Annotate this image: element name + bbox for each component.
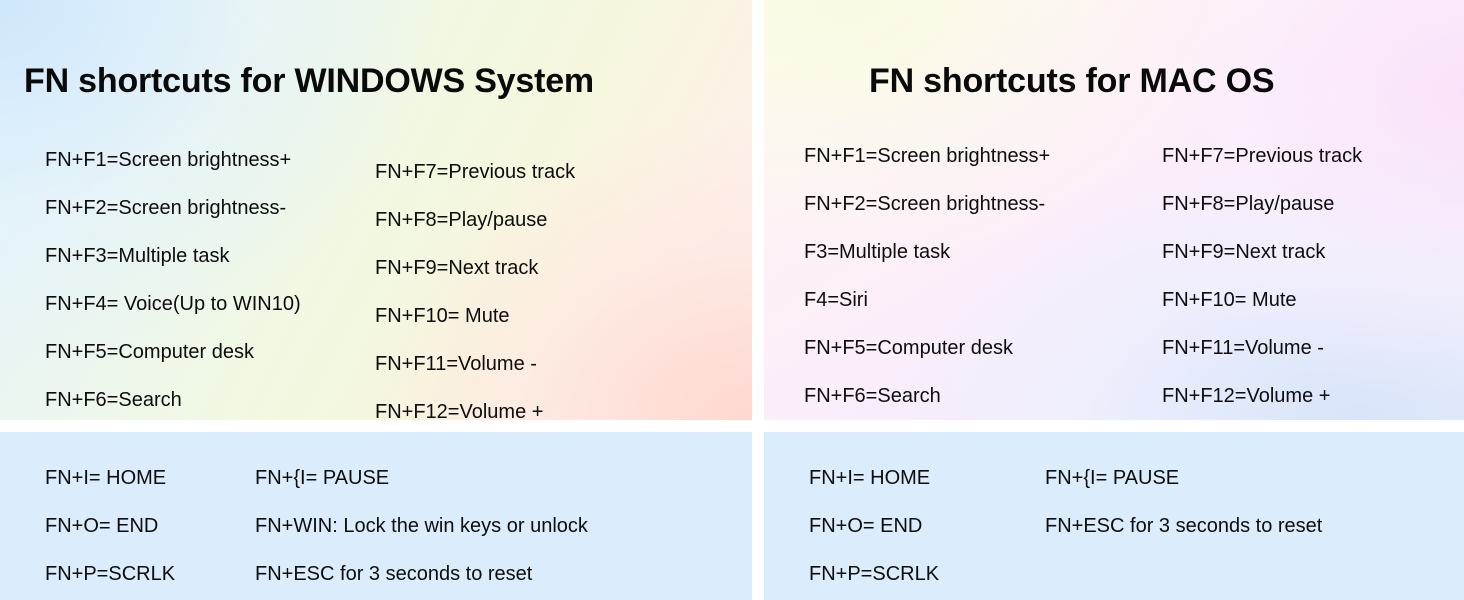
shortcut-item: FN+F7=Previous track [1162, 145, 1363, 167]
shortcut-item: FN+F12=Volume + [375, 401, 544, 420]
mac-extra-shortcuts-panel: FN+I= HOME FN+O= END FN+P=SCRLK FN+{I= P… [764, 432, 1464, 600]
shortcut-item: FN+F5=Computer desk [45, 341, 254, 363]
shortcut-item: FN+{I= PAUSE [255, 467, 390, 489]
mac-extra-column-right: FN+{I= PAUSE FN+ESC for 3 seconds to res… [1045, 454, 1464, 598]
shortcut-item: FN+I= HOME [45, 467, 167, 489]
mac-shortcut-columns: FN+F1=Screen brightness+ FN+F2=Screen br… [764, 132, 1464, 420]
shortcut-item: FN+F10= Mute [375, 305, 510, 327]
shortcut-item: FN+ESC for 3 seconds to reset [255, 563, 533, 585]
windows-shortcut-columns: FN+F1=Screen brightness+ FN+F2=Screen br… [0, 136, 752, 420]
shortcut-item: FN+F11=Volume - [1162, 337, 1324, 359]
windows-extra-column-right: FN+{I= PAUSE FN+WIN: Lock the win keys o… [255, 454, 725, 598]
shortcut-item: F4=Siri [804, 289, 868, 311]
shortcut-item: FN+O= END [45, 515, 159, 537]
shortcut-item: FN+F2=Screen brightness- [45, 197, 287, 219]
shortcut-item: FN+F9=Next track [1162, 241, 1326, 263]
windows-shortcut-column-left: FN+F1=Screen brightness+ FN+F2=Screen br… [0, 136, 362, 420]
windows-shortcut-column-right: FN+F7=Previous track FN+F8=Play/pause FN… [362, 136, 752, 420]
mac-extra-column-left: FN+I= HOME FN+O= END FN+P=SCRLK [809, 454, 1045, 598]
shortcut-item: FN+F9=Next track [375, 257, 539, 279]
mac-shortcuts-panel: FN shortcuts for MAC OS FN+F1=Screen bri… [764, 0, 1464, 420]
shortcut-item: FN+F12=Volume + [1162, 385, 1331, 407]
shortcut-item: F3=Multiple task [804, 241, 951, 263]
shortcut-item: FN+{I= PAUSE [1045, 467, 1180, 489]
shortcut-item: FN+O= END [809, 515, 923, 537]
shortcut-item: FN+F10= Mute [1162, 289, 1297, 311]
mac-panel-title: FN shortcuts for MAC OS [869, 62, 1275, 100]
shortcut-item: FN+F8=Play/pause [1162, 193, 1335, 215]
mac-shortcut-column-right: FN+F7=Previous track FN+F8=Play/pause FN… [1158, 132, 1464, 420]
shortcut-item: FN+F1=Screen brightness+ [45, 149, 292, 171]
shortcut-item: FN+F3=Multiple task [45, 245, 230, 267]
shortcut-item: FN+ESC for 3 seconds to reset [1045, 515, 1323, 537]
shortcut-item: FN+I= HOME [809, 467, 931, 489]
windows-extra-shortcuts-panel: FN+I= HOME FN+O= END FN+P=SCRLK FN+{I= P… [0, 432, 752, 600]
shortcut-item: FN+F7=Previous track [375, 161, 576, 183]
windows-extra-columns: FN+I= HOME FN+O= END FN+P=SCRLK FN+{I= P… [45, 454, 725, 598]
shortcut-item: FN+F6=Search [804, 385, 941, 407]
shortcut-item: FN+F11=Volume - [375, 353, 537, 375]
mac-shortcut-column-left: FN+F1=Screen brightness+ FN+F2=Screen br… [764, 132, 1158, 420]
windows-shortcuts-panel: FN shortcuts for WINDOWS System FN+F1=Sc… [0, 0, 752, 420]
mac-extra-columns: FN+I= HOME FN+O= END FN+P=SCRLK FN+{I= P… [809, 454, 1464, 598]
shortcut-item: FN+WIN: Lock the win keys or unlock [255, 515, 588, 537]
windows-panel-title: FN shortcuts for WINDOWS System [24, 62, 594, 100]
windows-extra-column-left: FN+I= HOME FN+O= END FN+P=SCRLK [45, 454, 255, 598]
shortcut-item: FN+F1=Screen brightness+ [804, 145, 1051, 167]
shortcut-item: FN+F2=Screen brightness- [804, 193, 1046, 215]
shortcut-item: FN+P=SCRLK [809, 563, 940, 585]
shortcut-item: FN+F6=Search [45, 389, 182, 411]
shortcut-item: FN+F8=Play/pause [375, 209, 548, 231]
shortcut-item: FN+P=SCRLK [45, 563, 176, 585]
shortcut-item: FN+F5=Computer desk [804, 337, 1013, 359]
shortcut-item: FN+F4= Voice(Up to WIN10) [45, 293, 301, 315]
